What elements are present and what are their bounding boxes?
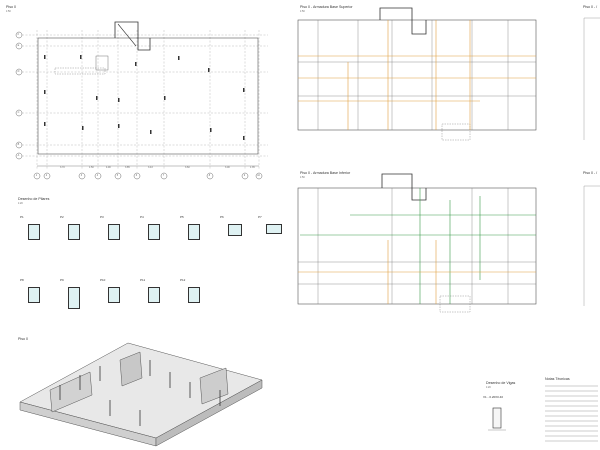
pilar-section bbox=[266, 224, 282, 234]
iso-view bbox=[19, 342, 263, 447]
iso-title[interactable]: Piso 0 bbox=[18, 337, 28, 341]
pilar-card[interactable]: P10 bbox=[100, 278, 130, 318]
pilar-card[interactable]: P6 bbox=[220, 215, 250, 255]
dim-text: 1.35 bbox=[250, 166, 255, 169]
grid-col-label: 4 bbox=[96, 173, 99, 177]
pilar-section bbox=[68, 224, 80, 240]
pilar-card[interactable]: P9 bbox=[60, 278, 90, 318]
pilar-section bbox=[108, 287, 120, 303]
grid-col-label: 6 bbox=[135, 173, 138, 177]
pilares-scale: 1:20 bbox=[18, 202, 23, 205]
pilar-section bbox=[228, 224, 242, 236]
arm-inf-title[interactable]: Piso 0 - Armadura Base Inferior bbox=[300, 171, 351, 175]
dim-text: 3.70 bbox=[60, 166, 65, 169]
pilar-section bbox=[148, 224, 160, 240]
dim-text: 3.00 bbox=[225, 166, 230, 169]
pilar-label: P10 bbox=[100, 278, 106, 282]
grid-row-label: D bbox=[17, 69, 20, 73]
pilar-card[interactable]: P4 bbox=[140, 215, 170, 255]
pilar-card[interactable]: P2 bbox=[60, 215, 90, 255]
grid-row-label: C bbox=[17, 110, 20, 114]
arm-sup-scale: 1:50 bbox=[300, 10, 305, 13]
grid-col-label: 5 bbox=[116, 173, 119, 177]
grid-col-label: 3 bbox=[80, 173, 83, 177]
plan-arm-sup bbox=[297, 7, 537, 141]
dim-text: 3.60 bbox=[185, 166, 190, 169]
pilar-card[interactable]: P7 bbox=[258, 215, 288, 255]
grid-row-label: F bbox=[17, 32, 20, 36]
grid-col-label: 10 bbox=[257, 173, 260, 177]
pilar-label: P12 bbox=[180, 278, 186, 282]
plan-forma-scale: 1:50 bbox=[6, 10, 11, 13]
pilar-card[interactable]: P8 bbox=[20, 278, 50, 318]
plan-forma-title[interactable]: Piso 0 bbox=[6, 5, 16, 9]
dim-text: 1.50 bbox=[89, 166, 94, 169]
pilar-section bbox=[28, 287, 40, 303]
dim-text: 3.43 bbox=[148, 166, 153, 169]
dim-text: 3.85 bbox=[125, 166, 130, 169]
pilar-card[interactable]: P5 bbox=[180, 215, 210, 255]
arm-sup-title[interactable]: Piso 0 - Armadura Base Superior bbox=[300, 5, 353, 9]
pilar-label: P5 bbox=[180, 215, 184, 219]
pilar-card[interactable]: P12 bbox=[180, 278, 210, 318]
right-mid-title[interactable]: Piso 0 - / bbox=[583, 171, 598, 175]
notes-title[interactable]: Notas Técnicas bbox=[545, 377, 570, 381]
plan-arm-inf bbox=[297, 173, 537, 313]
grid-col-label: 1 bbox=[35, 173, 38, 177]
grid-col-label: 2 bbox=[45, 173, 48, 177]
pilar-section bbox=[148, 287, 160, 303]
arm-inf-scale: 1:50 bbox=[300, 176, 305, 179]
pilar-card[interactable]: P3 bbox=[100, 215, 130, 255]
pilar-card[interactable]: P11 bbox=[140, 278, 170, 318]
grid-col-label: 8 bbox=[208, 173, 211, 177]
pilar-label: P3 bbox=[100, 215, 104, 219]
pilar-label: P4 bbox=[140, 215, 144, 219]
pilar-section bbox=[188, 287, 200, 303]
grid-col-label: 9 bbox=[243, 173, 246, 177]
grid-col-label: 7 bbox=[162, 173, 165, 177]
pilar-section bbox=[28, 224, 40, 240]
viga-label: V1 - 0.20X0.40 bbox=[483, 395, 504, 399]
pilar-label: P9 bbox=[60, 278, 64, 282]
pilares-title[interactable]: Desenho de Pilares bbox=[18, 197, 50, 201]
viga-section bbox=[488, 407, 506, 431]
vigas-title[interactable]: Desenho de Vigas bbox=[486, 381, 516, 385]
grid-row-label: E bbox=[17, 43, 20, 47]
pilar-label: P11 bbox=[140, 278, 146, 282]
right-top-title[interactable]: Piso 0 - / bbox=[583, 5, 598, 9]
pilar-label: P7 bbox=[258, 215, 262, 219]
pilar-label: P8 bbox=[20, 278, 24, 282]
pilar-card[interactable]: P1 bbox=[20, 215, 50, 255]
pilar-label: P6 bbox=[220, 215, 224, 219]
grid-row-label: A bbox=[17, 153, 20, 157]
vigas-scale: 1:20 bbox=[486, 386, 491, 389]
pilar-section bbox=[68, 287, 80, 309]
grid-row-label: B bbox=[17, 142, 20, 146]
pilar-label: P2 bbox=[60, 215, 64, 219]
pilar-section bbox=[188, 224, 200, 240]
dim-text: 4.90 bbox=[106, 166, 111, 169]
pilar-section bbox=[108, 224, 120, 240]
plan-forma bbox=[22, 21, 268, 170]
pilar-label: P1 bbox=[20, 215, 24, 219]
